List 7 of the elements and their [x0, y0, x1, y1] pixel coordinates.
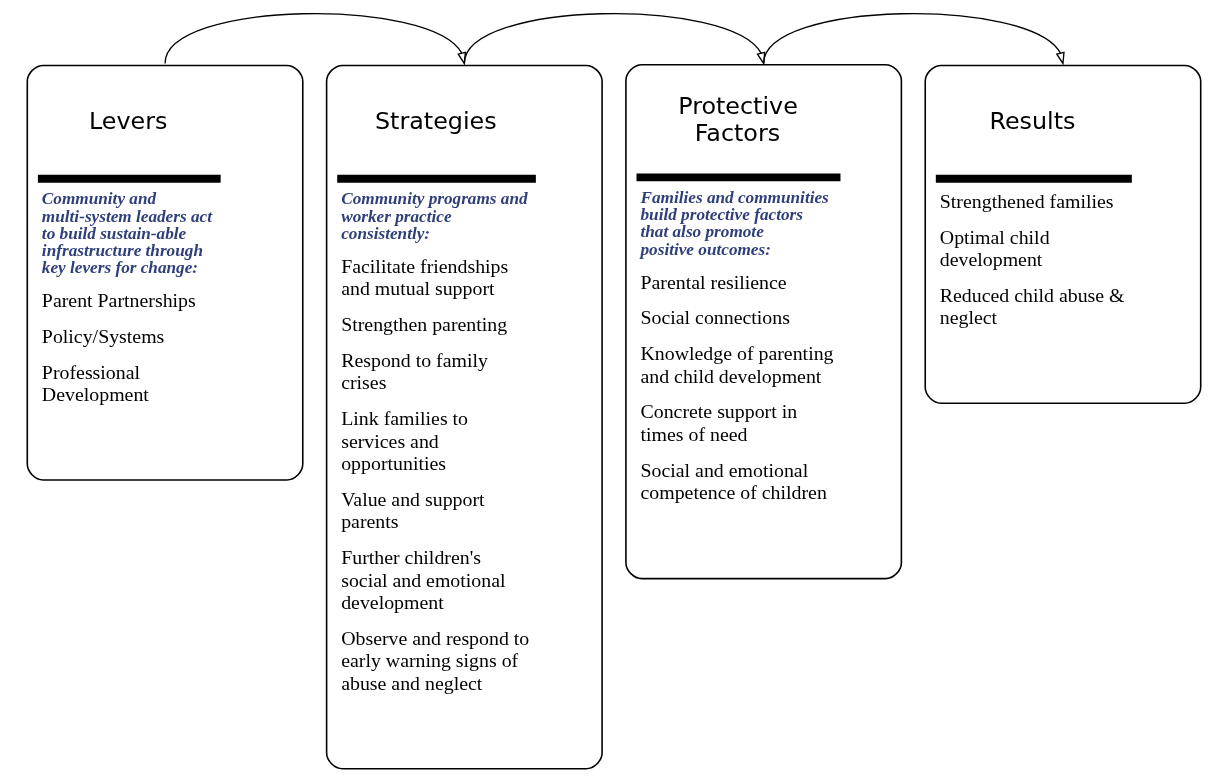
node-box: Levers Community and multi-system leaders act to build sustain-able infrastructure through key levers for change: Parent Partnerships Policy/Systems Professional Development: [26, 64, 304, 481]
arrow: [762, 13, 1065, 66]
node-box: Strategies Community programs and worker practice consistently: Facilitate friendships and mutual support Strengthen parenting Respond to family crises Link families to services and opportunities Value and support parents Further children's social and emotional development Observe and respond to early warning signs of abuse and neglect: [325, 64, 603, 770]
node-box: Protective Factors Families and communities build protective factors that also promote positive outcomes: Parental resilience Social connections Knowledge of parenting and child development Concrete support in times of need Social and emotional competence of children: [624, 64, 902, 580]
arrow: [463, 13, 765, 66]
node-box: Results Strengthened families Optimal child development Reduced child abuse & neglect: [923, 64, 1201, 404]
arrow: [163, 13, 466, 66]
